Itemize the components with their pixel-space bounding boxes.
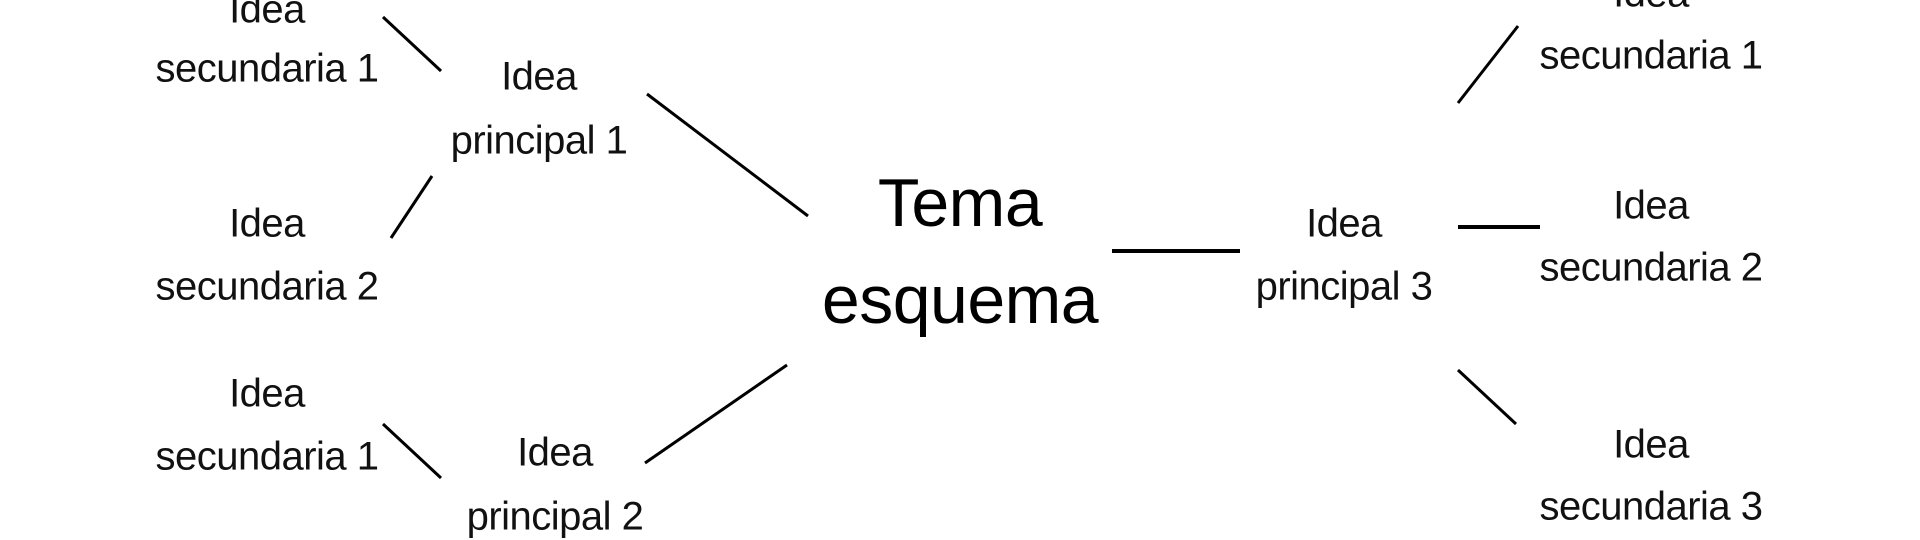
secondary-idea-left-mid-line1: Idea: [229, 201, 305, 246]
secondary-idea-right-bottom-line2: secundaria 3: [1539, 484, 1763, 529]
secondary-idea-left-bottom-line2: secundaria 1: [155, 434, 379, 479]
secondary-idea-right-top-line1: Idea: [1613, 0, 1689, 17]
secondary-idea-left-bottom-line1: Idea: [229, 371, 305, 416]
secondary-idea-left-top-line2: secundaria 1: [155, 46, 379, 91]
central-topic-line2: esquema: [821, 262, 1099, 338]
connector-center-p2: [644, 363, 788, 465]
central-topic-line1: Tema: [877, 165, 1043, 241]
connector-p3-s1: [1456, 25, 1520, 104]
secondary-idea-right-mid-line1: Idea: [1613, 183, 1689, 228]
principal-idea-3-line2: principal 3: [1255, 264, 1433, 309]
connector-p2-s1: [381, 422, 443, 480]
principal-idea-3-line1: Idea: [1306, 201, 1382, 246]
principal-idea-2-line1: Idea: [517, 430, 593, 475]
connector-p1-s1: [381, 15, 443, 73]
connector-lines: [381, 15, 1540, 480]
connector-p3-s3: [1456, 368, 1518, 426]
connector-center-p1: [646, 92, 809, 218]
secondary-idea-right-bottom-line1: Idea: [1613, 422, 1689, 467]
secondary-idea-right-mid-line2: secundaria 2: [1539, 245, 1763, 290]
secondary-idea-left-mid-line2: secundaria 2: [155, 264, 379, 309]
connector-p1-s2: [389, 175, 434, 239]
principal-idea-2-line2: principal 2: [466, 494, 644, 539]
principal-idea-1-line2: principal 1: [450, 118, 628, 163]
secondary-idea-left-top-line1: Idea: [229, 0, 305, 32]
secondary-idea-right-top-line2: secundaria 1: [1539, 33, 1763, 78]
principal-idea-1-line1: Idea: [501, 54, 577, 99]
